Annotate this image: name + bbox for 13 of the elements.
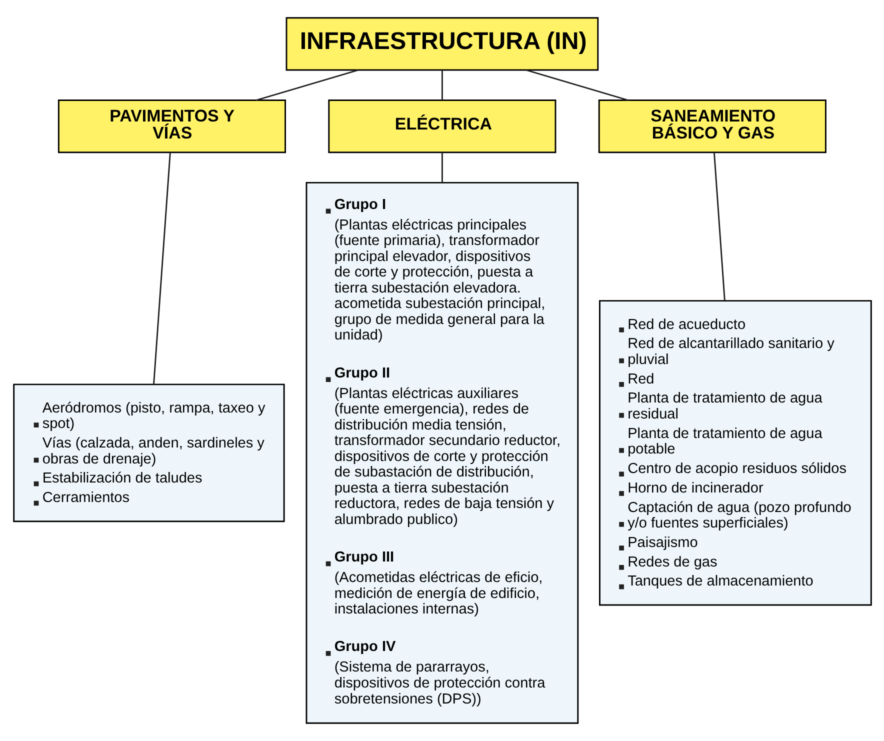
node-box: PAVIMENTOS Y VÍAS <box>57 100 286 154</box>
node-box: ELÉCTRICA <box>328 100 556 154</box>
node-box: INFRAESTRUCTURA (IN) <box>285 17 598 71</box>
connector <box>152 152 170 384</box>
connector <box>712 152 725 301</box>
connector <box>440 70 442 100</box>
connector <box>255 69 358 101</box>
node-box: Aeródromos (pisto, rampa, taxeo y spot) Vías (calzada, anden, sardineles y obras de drenaje) Estabilización de taludes Cerramientos <box>12 384 284 522</box>
node-box: Grupo I (Plantas eléctricas principales (fuente primaria), transformador principal elevador, dispositivos de corte y protección, puesta a tierra subestación elevadora. acometida subestación principal, grupo de medida general para la unidad) Grupo II (Plantas eléctricas auxiliares (fuente emergencia), redes de distribución media tensión, transformador secundario reductor, dispositivos de corte y protección de subastación de distribución, puesta a tierra subestación reductora, redes de baja tensión y alumbrado publico) Grupo III (Acometidas eléctricas de eficio, medición de energía de edificio, instalaciones internas) Grupo IV (Sistema de pararrayos, dispositivos de protección contra sobretensiones (DPS)) <box>305 182 578 724</box>
node-box: SANEAMIENTO BÁSICO Y GAS <box>598 100 826 154</box>
connector <box>440 152 442 182</box>
node-box: Red de acueducto Red de alcantarillado sanitario y pluvial Red Planta de tratamiento de agua residual Planta de tratamiento de agua potable Centro de acopio residuos sólidos Horno de incinerador Captación de agua (pozo profundo y/o fuentes superficiales) Paisajismo Redes de gas Tanques de almacenamiento <box>598 300 872 606</box>
connector <box>526 69 628 101</box>
